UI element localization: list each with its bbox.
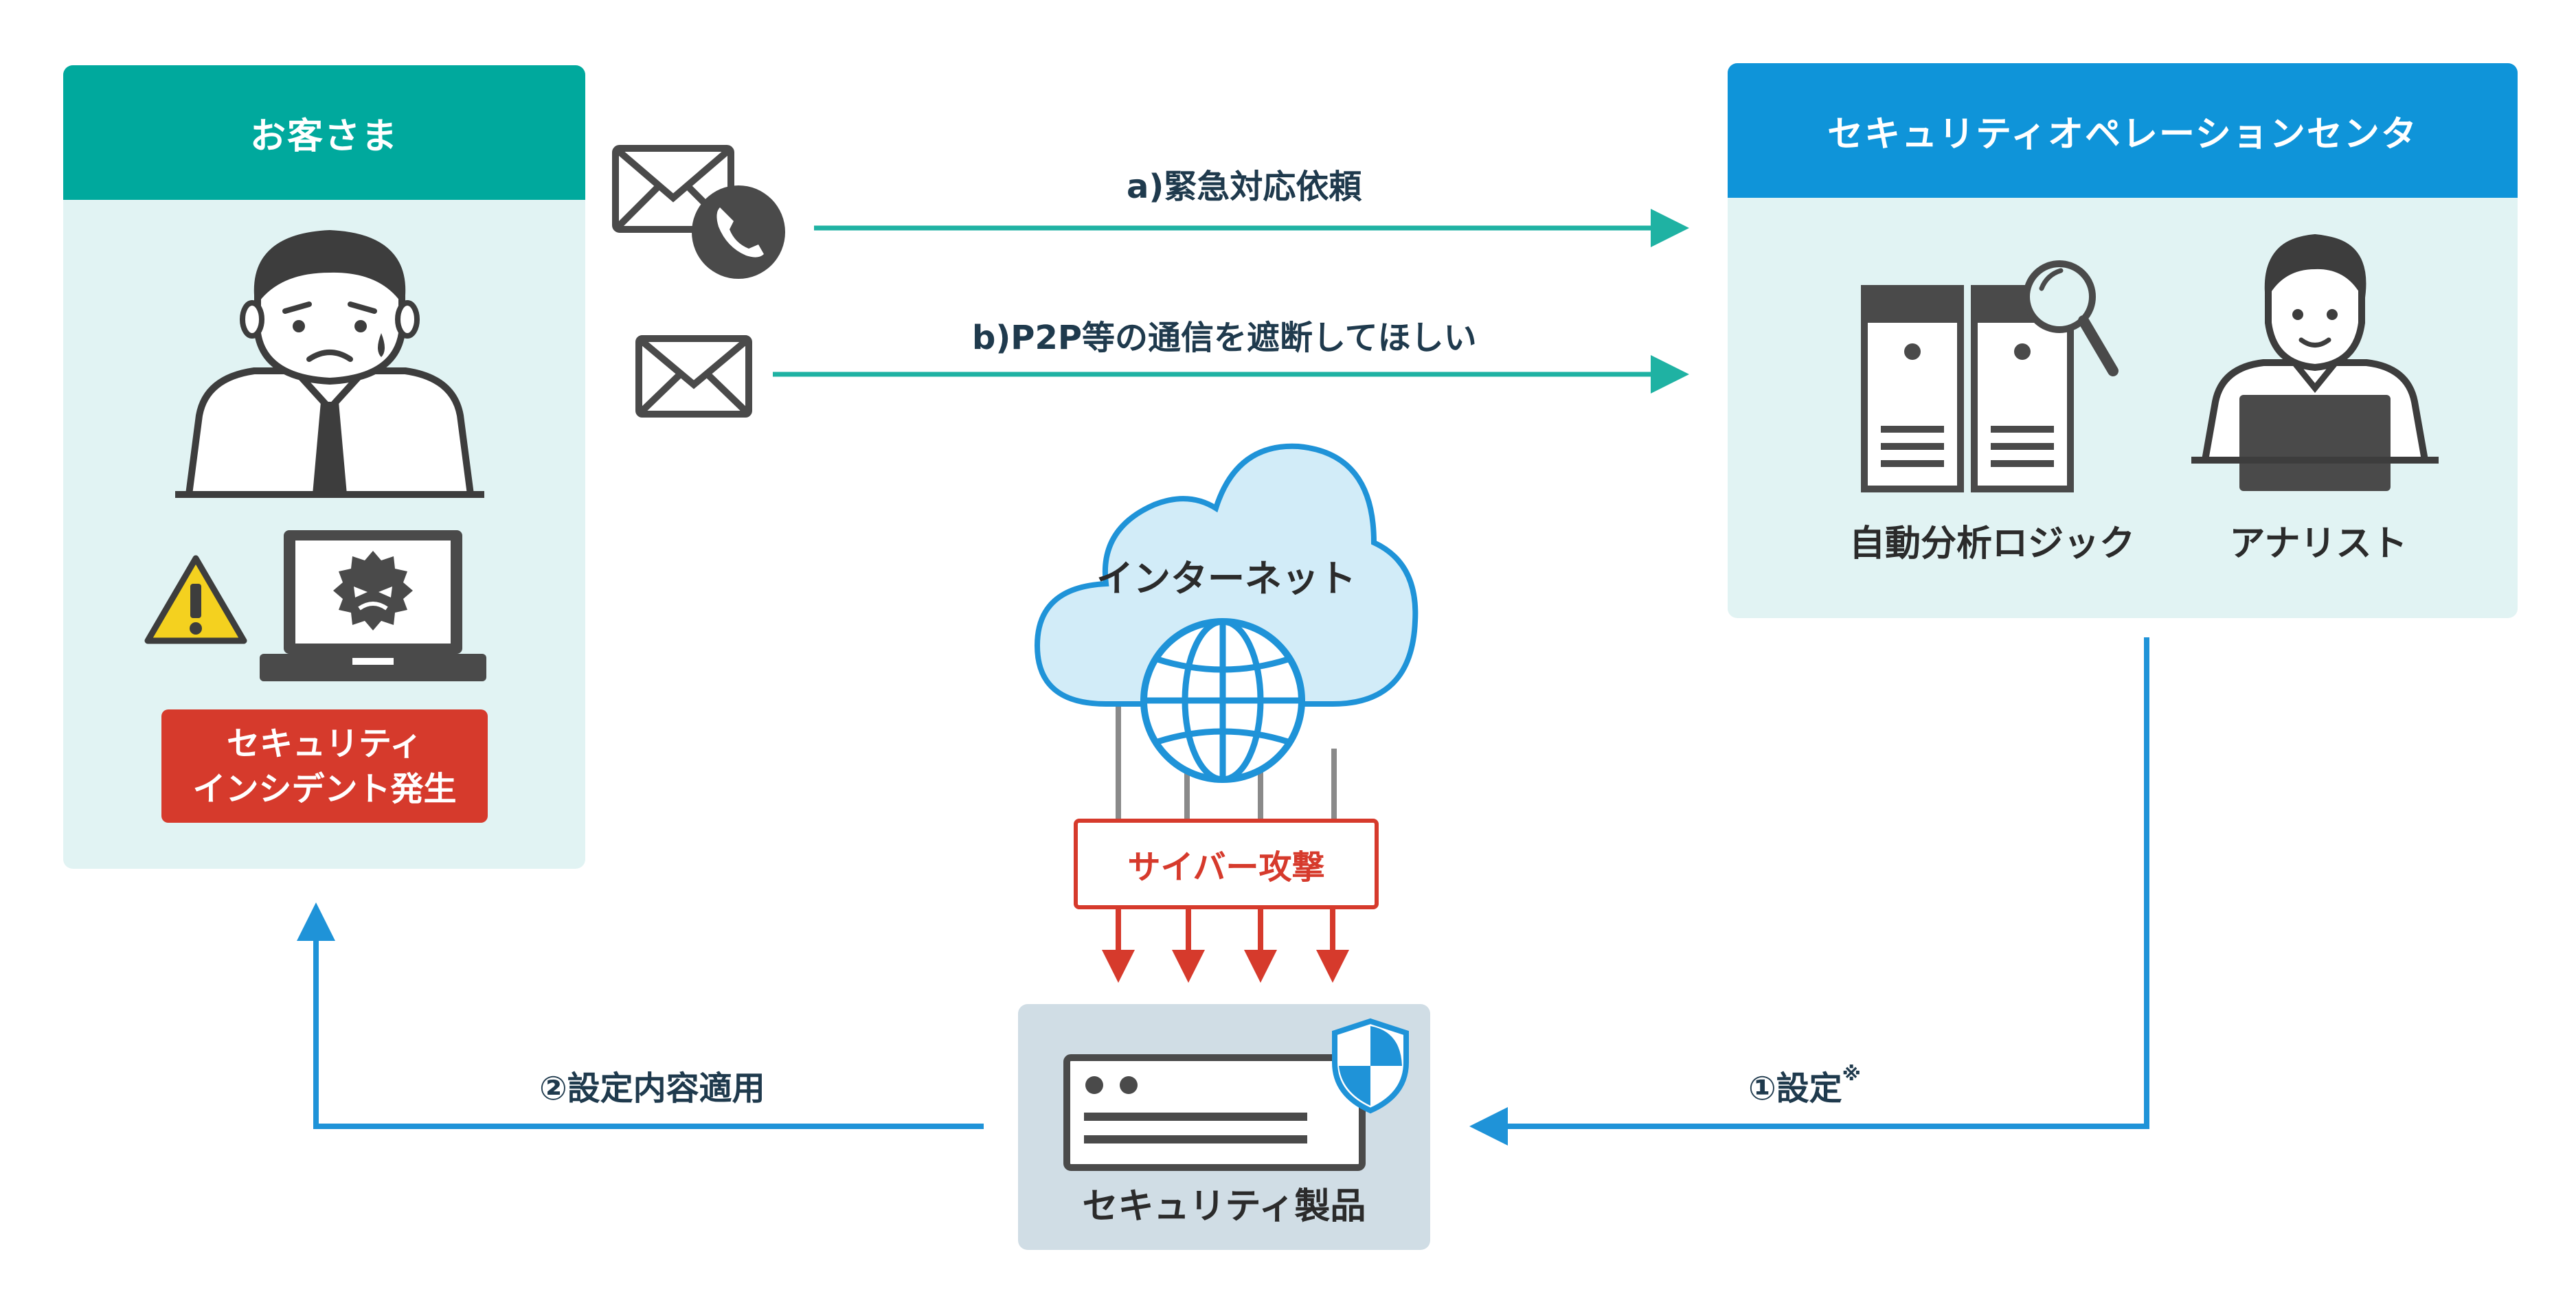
step1-text: ①設定 [1748, 1069, 1842, 1108]
security-product-label: セキュリティ製品 [1082, 1186, 1366, 1227]
warning-icon [144, 555, 247, 644]
analyst-icon [2191, 234, 2439, 491]
cloud-icon [1034, 443, 1419, 707]
customer-panel-header: お客さま [63, 65, 585, 200]
incident-line1: セキュリティ [226, 724, 423, 763]
internet-label: インターネット [1096, 557, 1356, 600]
globe-icon [1140, 618, 1305, 783]
flow-a-label: a)緊急対応依頼 [1127, 168, 1362, 206]
server-analysis-icon [1861, 260, 2119, 492]
analyst-label: アナリスト [2229, 523, 2408, 565]
soc-panel-header: セキュリティオペレーションセンタ [1728, 63, 2518, 198]
step2-label: ②設定内容適用 [539, 1069, 765, 1108]
worried-person-icon [175, 229, 484, 498]
appliance-icon [1063, 1054, 1366, 1171]
auto-logic-label: 自動分析ロジック [1849, 523, 2135, 565]
mail-icon [635, 335, 752, 418]
infected-laptop-icon [260, 530, 486, 681]
step1-label: ①設定※ [1748, 1061, 1861, 1109]
soc-title: セキュリティオペレーションセンタ [1827, 113, 2418, 155]
step1-arrow [1469, 637, 2149, 1146]
shield-icon [1332, 1018, 1409, 1114]
incident-badge: セキュリティ インシデント発生 [161, 709, 488, 823]
incident-line2: インシデント発生 [192, 769, 457, 808]
step1-note-mark: ※ [1842, 1062, 1861, 1085]
soc-panel: セキュリティオペレーションセンタ [1728, 63, 2518, 618]
cyber-attack-badge: サイバー攻撃 [1074, 819, 1379, 909]
step2-arrow [297, 902, 984, 1129]
flow-b-label: b)P2P等の通信を遮断してほしい [972, 319, 1477, 357]
mail-phone-icon [612, 145, 785, 279]
customer-title: お客さま [249, 115, 398, 157]
cyber-attack-label: サイバー攻撃 [1127, 848, 1325, 887]
